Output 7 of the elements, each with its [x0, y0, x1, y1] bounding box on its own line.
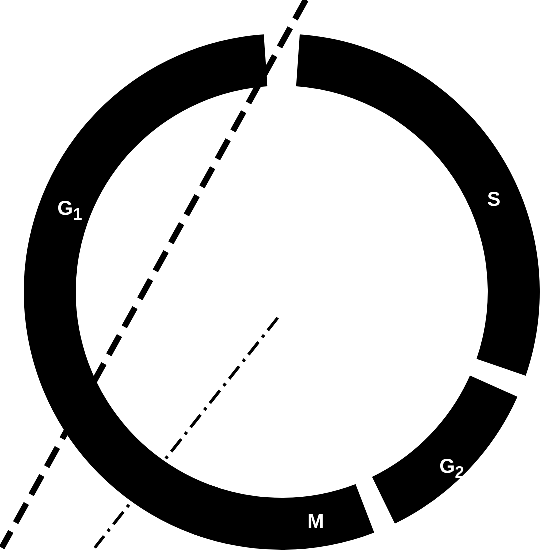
- ring-segment: [24, 34, 268, 538]
- ring-segment: [194, 484, 374, 550]
- phase-label: G$_{1}$: [58, 198, 82, 226]
- ring-segment: [372, 376, 518, 524]
- phase-label: G$_{2}$: [440, 456, 464, 484]
- phase-label: S: [487, 189, 501, 211]
- phase-label: M: [308, 511, 324, 533]
